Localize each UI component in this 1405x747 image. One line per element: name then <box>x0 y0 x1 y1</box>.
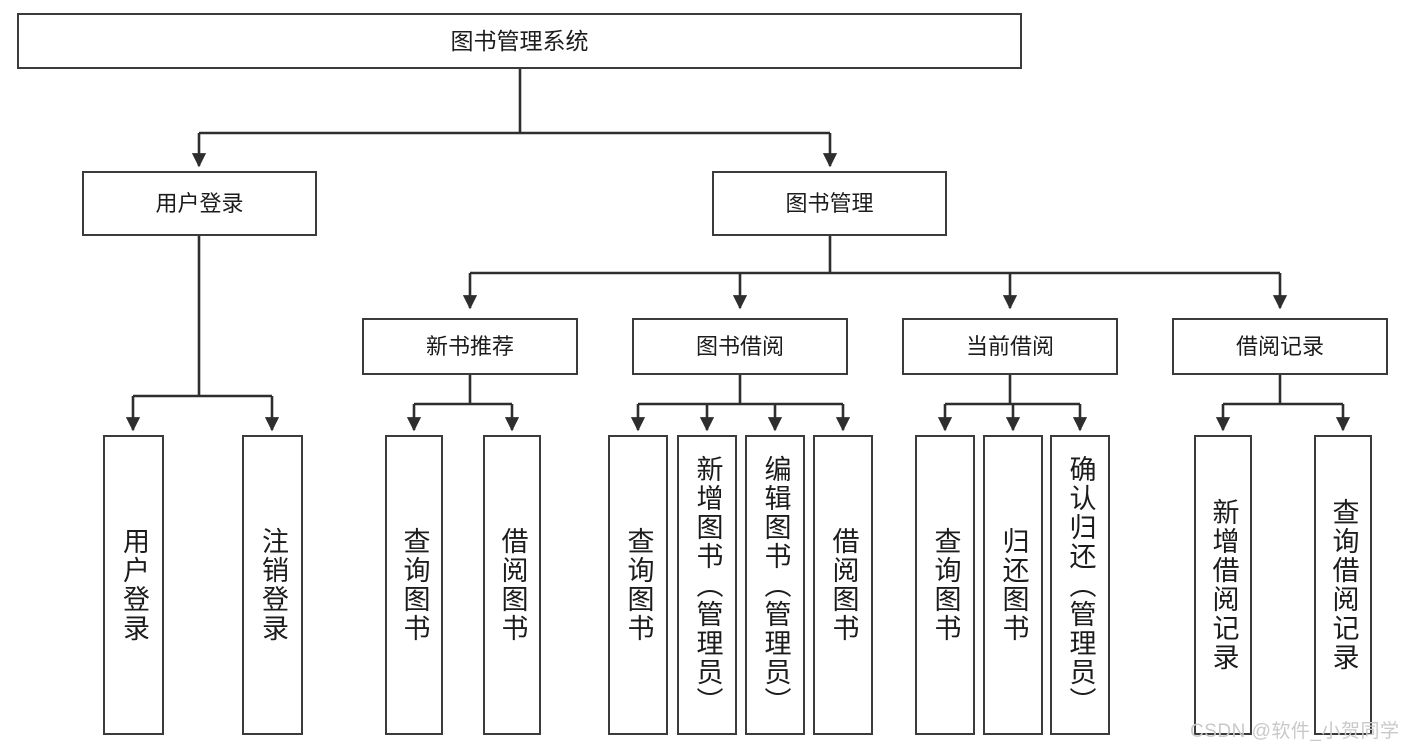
node-leaf-borrow-book-recommend[interactable]: 借阅图书 <box>483 435 541 735</box>
node-label: 查询借阅记录 <box>1328 498 1359 672</box>
node-book-management[interactable]: 图书管理 <box>712 171 947 236</box>
node-leaf-query-book[interactable]: 查询图书 <box>608 435 668 735</box>
node-label: 查询图书 <box>399 527 430 643</box>
node-leaf-return-book[interactable]: 归还图书 <box>983 435 1043 735</box>
node-label: 查询图书 <box>623 527 654 643</box>
node-user-login[interactable]: 用户登录 <box>82 171 317 236</box>
node-label: 用户登录 <box>155 190 244 216</box>
node-label: 新增图书（管理员） <box>692 454 723 716</box>
node-label: 新增借阅记录 <box>1208 498 1239 672</box>
node-label: 借阅记录 <box>1235 333 1324 359</box>
node-leaf-add-book-admin[interactable]: 新增图书（管理员） <box>677 435 737 735</box>
node-leaf-edit-book-admin[interactable]: 编辑图书（管理员） <box>745 435 805 735</box>
node-label: 编辑图书（管理员） <box>760 454 791 716</box>
csdn-watermark: CSDN @软件_小贺同学 <box>1190 721 1400 742</box>
node-leaf-user-login[interactable]: 用户登录 <box>103 435 164 735</box>
node-label: 查询图书 <box>930 527 961 643</box>
node-leaf-borrow-book[interactable]: 借阅图书 <box>813 435 873 735</box>
node-borrow-records[interactable]: 借阅记录 <box>1172 318 1388 375</box>
node-label: 用户登录 <box>119 527 149 643</box>
node-label: 图书管理系统 <box>450 27 589 54</box>
node-root-library-system[interactable]: 图书管理系统 <box>17 13 1022 69</box>
node-leaf-confirm-return-admin[interactable]: 确认归还（管理员） <box>1050 435 1110 735</box>
node-label: 注销登录 <box>258 527 288 643</box>
node-leaf-query-book-recommend[interactable]: 查询图书 <box>385 435 443 735</box>
node-book-borrow[interactable]: 图书借阅 <box>632 318 848 375</box>
node-leaf-add-borrow-record[interactable]: 新增借阅记录 <box>1194 435 1252 735</box>
node-label: 确认归还（管理员） <box>1065 454 1096 716</box>
node-leaf-logout[interactable]: 注销登录 <box>242 435 303 735</box>
node-label: 借阅图书 <box>828 527 859 643</box>
node-label: 当前借阅 <box>965 333 1054 359</box>
node-new-book-recommend[interactable]: 新书推荐 <box>362 318 578 375</box>
node-leaf-query-borrow-record[interactable]: 查询借阅记录 <box>1314 435 1372 735</box>
node-label: 图书借阅 <box>695 333 784 359</box>
node-label: 图书管理 <box>785 190 874 216</box>
node-current-borrow[interactable]: 当前借阅 <box>902 318 1118 375</box>
node-label: 归还图书 <box>998 527 1029 643</box>
node-label: 借阅图书 <box>497 527 528 643</box>
node-leaf-query-book-current[interactable]: 查询图书 <box>915 435 975 735</box>
node-label: 新书推荐 <box>425 333 514 359</box>
